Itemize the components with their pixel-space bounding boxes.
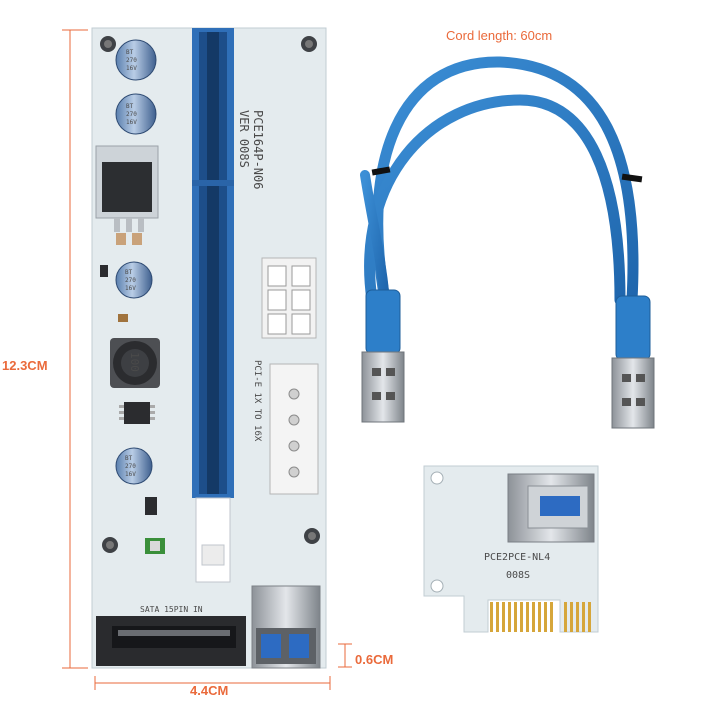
sata-input-text: SATA 15PIN IN [140, 605, 203, 614]
height-dimension-label: 12.3CM [2, 358, 48, 373]
svg-text:16V: 16V [126, 119, 137, 126]
usb-plug-left [361, 289, 405, 423]
capacitor-ec3: BT 270 16V [115, 261, 153, 299]
inductor-label: 100 [128, 352, 141, 372]
usb-cable [360, 56, 639, 306]
svg-text:BT: BT [125, 269, 133, 276]
svg-text:BT: BT [126, 103, 134, 110]
usb-plug-right [611, 295, 655, 429]
usb-height-dimension-label: 0.6CM [355, 652, 394, 667]
width-dimension-label: 4.4CM [190, 683, 229, 698]
molex-connector [269, 363, 319, 495]
svg-text:270: 270 [126, 111, 137, 118]
pcie-x1-adapter-board: PCE2PCE-NL4 008S [423, 465, 599, 633]
board-version-text: VER 008S [237, 110, 251, 168]
adapter-model-text: PCE2PCE-NL4 [484, 552, 550, 563]
riser-board: BT 270 16V BT 270 16V BT 270 16V BT 270 … [91, 27, 327, 669]
inductor: 100 [110, 338, 160, 388]
svg-text:16V: 16V [125, 285, 136, 292]
svg-text:270: 270 [126, 57, 137, 64]
svg-text:BT: BT [126, 49, 134, 56]
svg-text:270: 270 [125, 463, 136, 470]
voltage-regulator [95, 145, 159, 245]
gold-fingers [490, 602, 591, 632]
capacitor-ec2: BT 270 16V [115, 93, 157, 135]
capacitor-ec4: BT 270 16V [115, 447, 153, 485]
sata-power-connector [96, 616, 246, 666]
svg-text:270: 270 [125, 277, 136, 284]
svg-text:16V: 16V [126, 65, 137, 72]
pcie-x16-slot [192, 28, 234, 583]
width-dimension-line [94, 676, 331, 690]
adapter-version-text: 008S [506, 570, 530, 581]
usb3-port [251, 585, 321, 669]
capacitor-ec1: BT 270 16V [115, 39, 157, 81]
svg-text:16V: 16V [125, 471, 136, 478]
height-dimension-line [62, 29, 88, 669]
slot-type-text: PCI-E 1X TO 16X [252, 360, 262, 442]
ic-chip [119, 402, 155, 424]
cord-length-label: Cord length: 60cm [446, 28, 553, 43]
svg-text:BT: BT [125, 455, 133, 462]
usb-height-dimension-line [338, 643, 352, 668]
board-model-text: PCE164P-N06 [251, 110, 265, 189]
six-pin-power-connector [261, 257, 317, 339]
